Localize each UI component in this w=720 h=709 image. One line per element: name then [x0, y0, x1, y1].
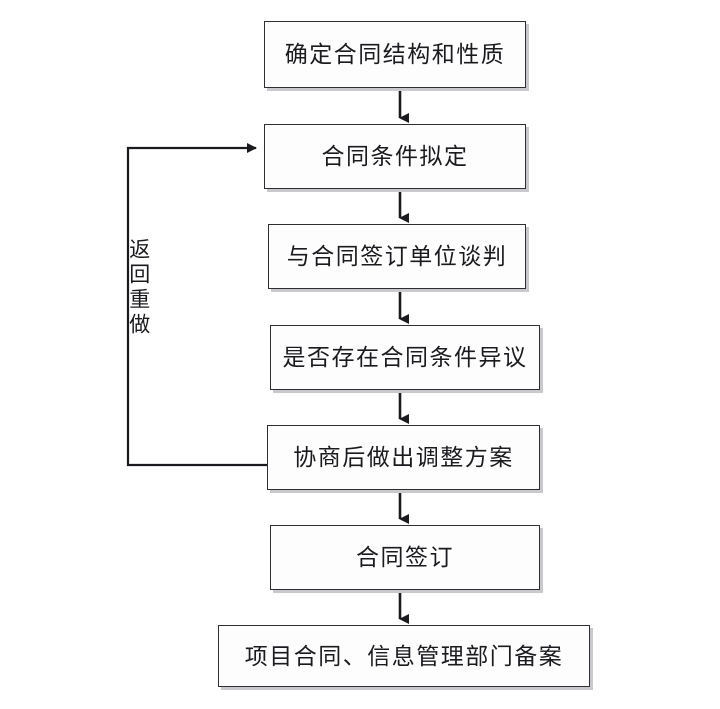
- process-box-label: 合同签订: [356, 545, 454, 570]
- process-box-label: 确定合同结构和性质: [284, 42, 506, 67]
- feedback-loop-label: 返回重做: [126, 238, 151, 338]
- process-box-label: 是否存在合同条件异议: [282, 345, 528, 370]
- process-box-draft-contract-terms[interactable]: 合同条件拟定: [264, 124, 526, 189]
- process-box-label: 项目合同、信息管理部门备案: [244, 643, 564, 669]
- decision-box-contract-terms-objection[interactable]: 是否存在合同条件异议: [270, 325, 540, 390]
- process-box-adjustment-plan-after-negotiation[interactable]: 协商后做出调整方案: [267, 425, 540, 490]
- process-box-label: 协商后做出调整方案: [293, 445, 514, 470]
- process-box-determine-contract-structure[interactable]: 确定合同结构和性质: [264, 21, 526, 88]
- process-box-negotiate-with-signing-party[interactable]: 与合同签订单位谈判: [268, 224, 526, 289]
- process-box-contract-signing[interactable]: 合同签订: [270, 525, 540, 590]
- process-box-filing-with-departments[interactable]: 项目合同、信息管理部门备案: [218, 625, 590, 687]
- process-box-label: 与合同签订单位谈判: [286, 244, 508, 269]
- process-box-label: 合同条件拟定: [321, 144, 469, 169]
